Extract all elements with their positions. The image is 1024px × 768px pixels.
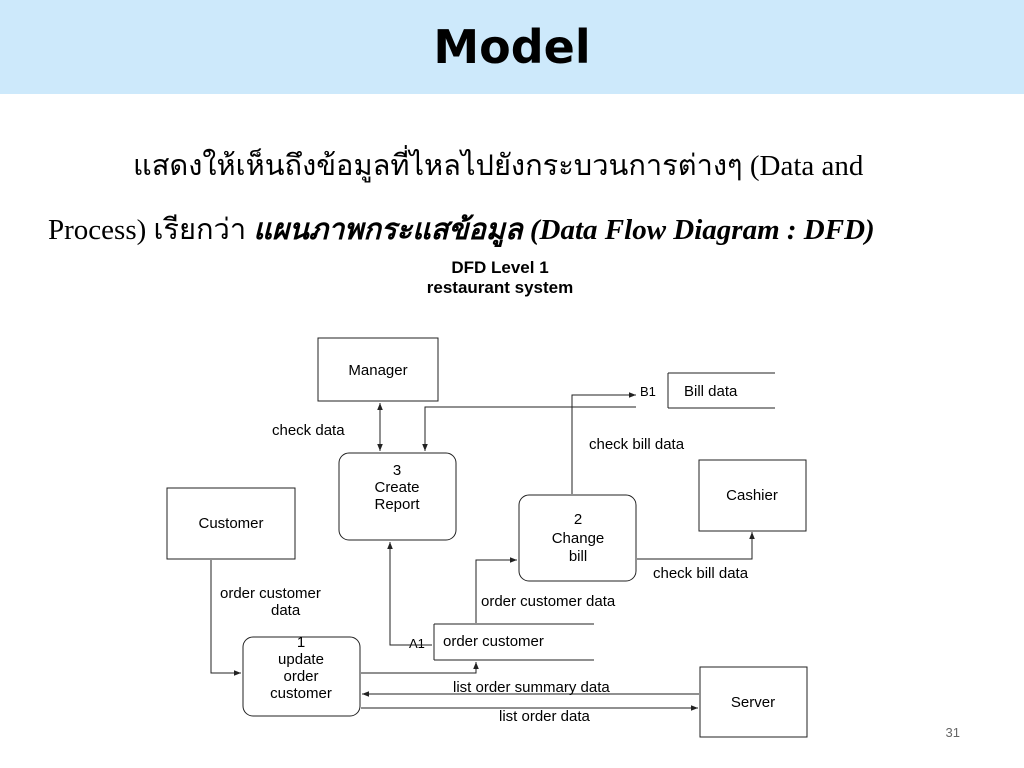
flow-order-customer-data-label-2: data	[271, 602, 301, 619]
flow-server-to-update-order: list order summary data	[362, 679, 699, 697]
store-a1-name: order customer	[443, 633, 544, 650]
process-2-line-1: 2	[574, 511, 582, 528]
store-b1-bill-data: B1 Bill data	[640, 372, 775, 409]
flow-order-customer-data-label-1: order customer	[220, 585, 321, 602]
entity-customer-label: Customer	[198, 515, 263, 532]
entity-server-label: Server	[731, 694, 775, 711]
store-a1-order-customer: A1 order customer	[409, 623, 594, 661]
description-prefix: Process) เรียกว่า	[48, 214, 254, 246]
store-b1-id: B1	[640, 384, 656, 399]
description-emphasis: แผนภาพกระแสข้อมูล (Data Flow Diagram : D…	[253, 214, 875, 246]
flow-change-bill-to-cashier: check bill data	[637, 532, 755, 582]
entity-cashier: Cashier	[698, 459, 807, 532]
entity-manager-label: Manager	[348, 362, 407, 379]
process-1-line-3: order	[283, 668, 318, 685]
flow-check-bill-data-bottom-label: check bill data	[653, 565, 749, 582]
entity-customer: Customer	[166, 487, 296, 560]
flow-update-order-to-server: list order data	[361, 705, 698, 725]
entity-cashier-label: Cashier	[726, 487, 778, 504]
title-bar: Model	[0, 0, 1024, 94]
flow-order-customer-to-create-report	[387, 542, 432, 646]
flow-list-order-summary-label: list order summary data	[453, 679, 610, 696]
process-2-line-2: Change	[552, 530, 605, 547]
flow-list-order-data-label: list order data	[499, 708, 591, 725]
store-b1-name: Bill data	[684, 383, 738, 400]
slide-title: Model	[433, 20, 591, 74]
process-1-line-4: customer	[270, 685, 332, 702]
flow-customer-to-update-order: order customer data	[210, 560, 321, 676]
process-3-line-2: Create	[374, 479, 419, 496]
diagram-title-line-1: DFD Level 1	[451, 258, 549, 277]
description-line-2: Process) เรียกว่า แผนภาพกระแสข้อมูล (Dat…	[48, 206, 875, 252]
flow-check-data-label: check data	[272, 422, 345, 439]
process-2-line-3: bill	[569, 548, 587, 565]
process-3-line-3: Report	[374, 496, 420, 513]
flow-manager-create-report: check data	[272, 403, 383, 451]
store-a1-id: A1	[409, 636, 425, 651]
diagram-title: DFD Level 1 restaurant system	[380, 258, 620, 298]
process-1-update-order-customer: 1 update order customer	[242, 634, 361, 717]
flow-bill-data-to-report	[422, 406, 636, 451]
flow-change-bill-to-bill-data: check bill data	[571, 392, 685, 494]
process-1-line-2: update	[278, 651, 324, 668]
entity-server: Server	[699, 666, 808, 738]
process-3-line-1: 3	[393, 462, 401, 479]
process-3-create-report: 3 Create Report	[338, 452, 457, 541]
diagram-title-line-2: restaurant system	[426, 278, 574, 297]
process-2-change-bill: 2 Change bill	[518, 494, 637, 582]
description-line-1: แสดงให้เห็นถึงข้อมูลที่ไหลไปยังกระบวนการ…	[133, 150, 864, 182]
flow-update-order-to-order-customer	[361, 662, 479, 674]
flow-order-customer-data-right-label: order customer data	[481, 593, 616, 610]
flow-check-bill-data-top-label: check bill data	[589, 436, 685, 453]
entity-manager: Manager	[317, 337, 439, 402]
flow-order-customer-to-change-bill: order customer data	[475, 557, 616, 623]
page-number: 31	[945, 725, 960, 740]
process-1-line-1: 1	[297, 634, 305, 651]
